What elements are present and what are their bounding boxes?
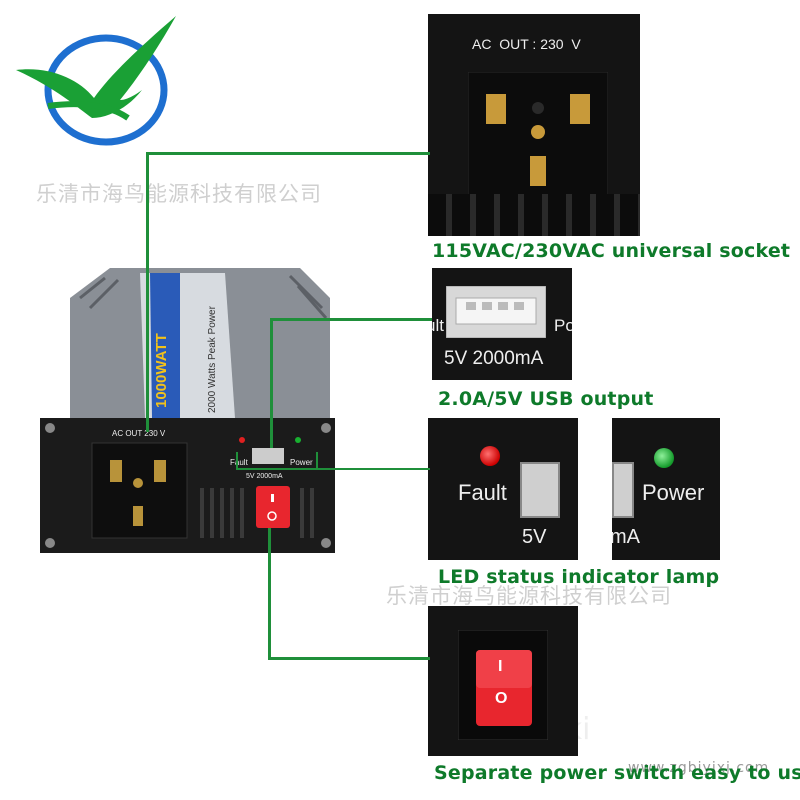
switch-on-symbol: I [498,658,503,675]
fault-led-icon [480,446,500,466]
switch-caption: Separate power switch easy to use [434,762,800,784]
usb-detail-photo: ult Po 5V 2000mA [432,268,572,380]
led-fault-label: Fault [458,480,507,505]
inverter-usb-spec: 5V 2000mA [246,473,283,480]
inverter-ac-out-label: AC OUT 230 V [112,429,166,438]
connector-led-box [236,468,318,470]
led-spec-right: mA [612,526,640,548]
socket-detail-label: AC OUT : 230 V [472,36,581,52]
connector-socket-horizontal [146,152,430,155]
connector-socket-vertical [146,152,149,432]
inverter-image: 1000WATT 2000 Watts Peak Power AC OUT 23… [40,268,335,553]
universal-socket-icon [468,72,608,202]
led-power-label: Power [642,480,705,505]
inverter-brand-text: 1000WATT [153,333,170,408]
connector-usb-vertical [270,318,273,448]
inverter-fault-label: Fault [230,458,249,467]
usb-port-icon [446,286,546,338]
connector-switch-horizontal [268,657,430,660]
connector-usb-horizontal [270,318,432,321]
connector-switch-vertical [268,528,271,660]
socket-caption: 115VAC/230VAC universal socket [432,240,791,262]
usb-detail-right-cut: Po [554,316,572,335]
bird-logo-icon [16,16,176,146]
rocker-switch-icon [458,630,548,740]
usb-caption: 2.0A/5V USB output [438,388,654,410]
connector-led-right [316,452,318,470]
usb-detail-spec: 5V 2000mA [444,348,544,369]
power-led-icon [654,448,674,468]
inverter-power-label: Power [290,458,313,467]
watermark-company-mid: 乐清市海鸟能源科技有限公司 [386,584,672,608]
usb-detail-left-cut: ult [432,316,444,335]
led-spec-left: 5V [522,526,547,548]
socket-detail-photo: AC OUT : 230 V [428,14,640,236]
led-power-photo: Power mA [612,418,720,560]
switch-detail-photo: I O [428,606,578,756]
led-caption: LED status indicator lamp [438,566,720,588]
connector-led-horizontal [316,468,430,470]
inverter-peak-text: 2000 Watts Peak Power [207,305,218,413]
watermark-company-top: 乐清市海鸟能源科技有限公司 [36,182,322,206]
watermark-site: www.zgbjyjxj.com [628,760,770,776]
switch-off-symbol: O [495,690,508,707]
connector-led-left [236,452,238,470]
led-fault-photo: Fault 5V [428,418,578,560]
